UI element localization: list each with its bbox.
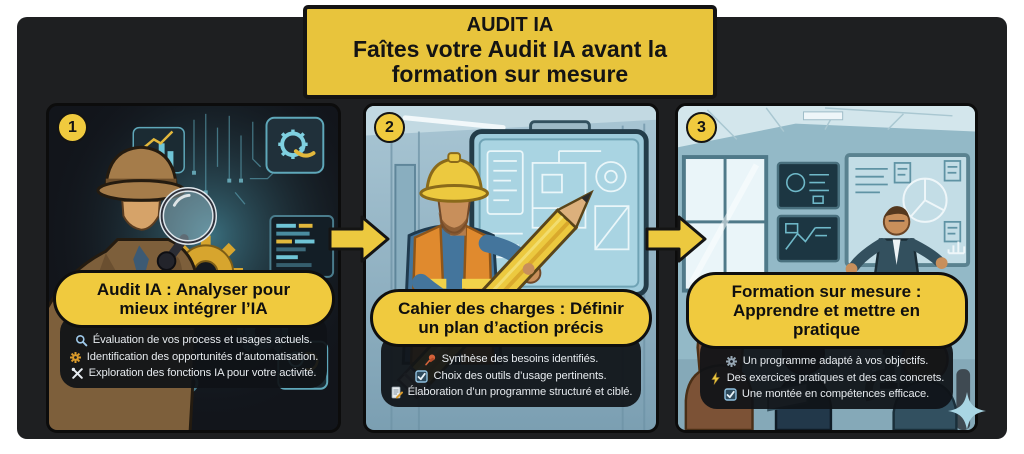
bullet-item: Exploration des fonctions IA pour votre …	[71, 366, 317, 381]
panel-title: Cahier des charges : Définir un plan d’a…	[370, 288, 652, 348]
arrow-right-icon	[328, 213, 390, 265]
sparkle-icon	[947, 391, 987, 431]
bullet-text: Une montée en compétences efficace.	[741, 387, 930, 400]
bullet-text: Un programme adapté à vos objectifs.	[742, 355, 929, 368]
step-number-badge: 3	[686, 112, 717, 143]
bullet-text: Évaluation de vos process et usages actu…	[92, 334, 313, 347]
bullet-item: Des exercices pratiques et des cas concr…	[709, 371, 945, 386]
tools-icon	[71, 367, 84, 380]
bullet-text: Exploration des fonctions IA pour votre …	[88, 366, 317, 379]
panel-title: Formation sur mesure : Apprendre et mett…	[685, 271, 968, 350]
document-pencil-icon	[390, 386, 403, 399]
bullet-item: Élaboration d’un programme structuré et …	[390, 385, 633, 400]
panel-audit-ia: 1 Audit IA : Analyser pour mieux intégre…	[46, 103, 341, 433]
panel-title: Audit IA : Analyser pour mieux intégrer …	[52, 269, 335, 329]
title-banner: AUDIT IA Faîtes votre Audit IA avant la …	[303, 5, 717, 99]
bullet-item: Un programme adapté à vos objectifs.	[725, 354, 928, 369]
step-number-badge: 2	[374, 112, 405, 143]
gear-icon	[69, 351, 82, 364]
bullet-item: Synthèse des besoins identifiés.	[424, 352, 599, 367]
magnifier-icon	[75, 334, 88, 347]
checkbox-icon	[415, 369, 429, 383]
bullet-text: Identification des opportunités d’automa…	[86, 350, 319, 363]
panel-formation-sur-mesure: 3 Formation sur mesure : Apprendre et me…	[675, 103, 978, 433]
panel-cahier-des-charges: 2 Cahier des charges : Définir un plan d…	[363, 103, 659, 433]
banner-title: AUDIT IA	[466, 14, 554, 36]
lightning-icon	[709, 371, 722, 385]
arrow-right-icon	[645, 213, 707, 265]
panel-caption: Audit IA : Analyser pour mieux intégrer …	[49, 269, 338, 388]
pushpin-icon	[424, 353, 437, 366]
banner-subtitle-line2: formation sur mesure	[391, 61, 629, 88]
panel-caption: Cahier des charges : Définir un plan d’a…	[366, 288, 656, 407]
bullet-item: Choix des outils d’usage pertinents.	[415, 369, 607, 384]
bullet-item: Identification des opportunités d’automa…	[69, 350, 318, 365]
gear-icon	[725, 355, 738, 368]
bullet-item: Une montée en compétences efficace.	[724, 387, 929, 402]
panel-caption: Formation sur mesure : Apprendre et mett…	[678, 271, 975, 409]
bullet-item: Évaluation de vos process et usages actu…	[75, 333, 312, 348]
bullet-text: Choix des outils d’usage pertinents.	[433, 369, 607, 382]
banner-subtitle-line1: Faîtes votre Audit IA avant la	[353, 36, 667, 62]
bullet-text: Synthèse des besoins identifiés.	[441, 353, 599, 366]
bullet-text: Élaboration d’un programme structuré et …	[407, 385, 633, 398]
bullet-text: Des exercices pratiques et des cas concr…	[726, 371, 945, 384]
step-number-badge: 1	[57, 112, 88, 143]
checkbox-icon	[724, 388, 737, 401]
